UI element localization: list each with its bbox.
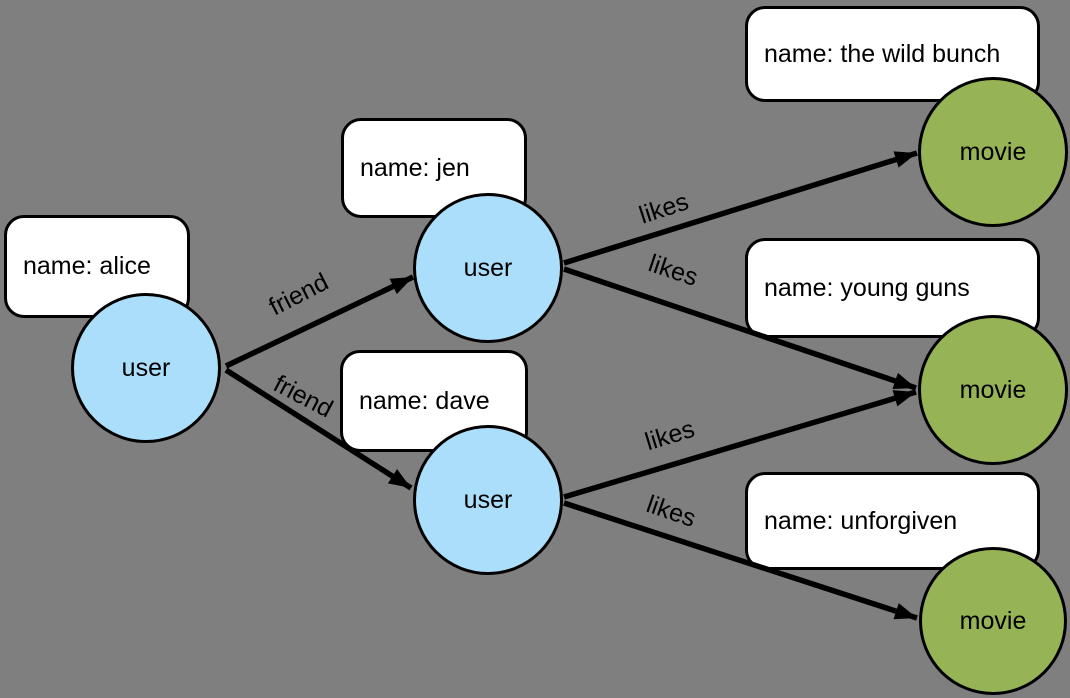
node-label-unforgiven: movie	[959, 606, 1027, 635]
node-user-alice: user	[71, 293, 221, 443]
property-text-dave: name: dave	[359, 386, 490, 415]
node-user-dave: user	[413, 425, 563, 575]
node-movie-unforgiven: movie	[919, 547, 1067, 695]
property-box-alice: name: alice	[4, 215, 190, 318]
node-label-dave: user	[463, 485, 513, 514]
node-movie-young-guns: movie	[918, 315, 1068, 465]
property-text-young-guns: name: young guns	[764, 273, 970, 302]
edge-jen-wild-bunch	[563, 150, 918, 266]
property-text-wild-bunch: name: the wild bunch	[764, 39, 1001, 68]
property-text-unforgiven: name: unforgiven	[764, 506, 958, 535]
node-user-jen: user	[413, 193, 563, 343]
edge-alice-dave	[224, 367, 413, 491]
node-label-jen: user	[463, 253, 513, 282]
edge-jen-young-guns	[563, 266, 917, 391]
node-label-alice: user	[121, 353, 171, 382]
node-label-young-guns: movie	[959, 375, 1027, 404]
property-text-jen: name: jen	[360, 153, 470, 182]
edge-dave-unforgiven	[563, 500, 918, 621]
node-movie-wild-bunch: movie	[918, 77, 1068, 227]
edge-alice-jen	[224, 274, 415, 369]
property-text-alice: name: alice	[23, 252, 151, 280]
edge-dave-young-guns	[563, 389, 917, 500]
node-label-wild-bunch: movie	[959, 137, 1027, 166]
